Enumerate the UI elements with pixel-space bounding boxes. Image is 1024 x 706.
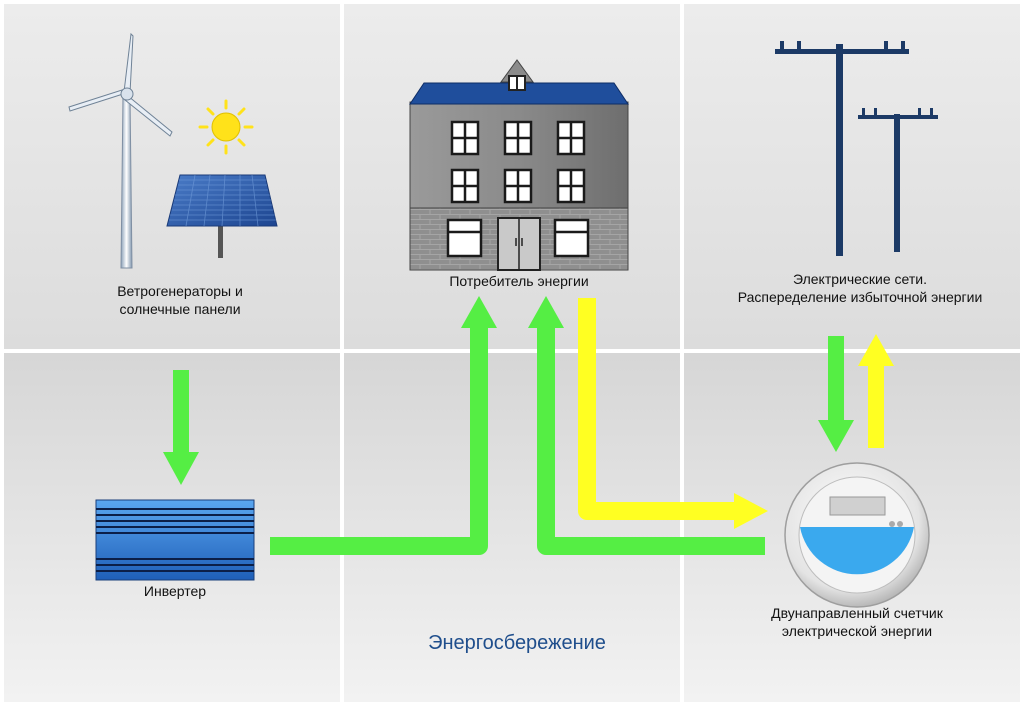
inverter-icon bbox=[95, 499, 255, 581]
meter-label: Двунаправленный счетчик электрической эн… bbox=[730, 604, 984, 640]
flow-generators-to-inverter bbox=[163, 370, 199, 485]
flow-meter-to-consumer bbox=[528, 296, 765, 555]
diagram-title: Энергосбережение bbox=[428, 632, 606, 654]
grid-label: Электрические сети. Распеределение избыт… bbox=[690, 270, 1024, 306]
wind-turbine-icon bbox=[68, 32, 173, 269]
grid-label-line1: Электрические сети. bbox=[793, 271, 927, 287]
generators-label-line2: солнечные панели bbox=[119, 301, 241, 317]
meter-icon bbox=[784, 462, 930, 608]
consumer-label: Потребитель энергии bbox=[449, 273, 589, 289]
inverter-label: Инвертер bbox=[143, 583, 207, 599]
power-lines-icon bbox=[775, 41, 938, 256]
flow-meter-to-grid bbox=[858, 334, 894, 448]
flow-grid-to-meter bbox=[818, 336, 854, 452]
building-icon bbox=[409, 59, 629, 271]
meter-label-line1: Двунаправленный счетчик bbox=[771, 605, 943, 621]
sun-icon bbox=[198, 99, 254, 155]
solar-panel-icon bbox=[166, 174, 278, 258]
generators-label-line1: Ветрогенераторы и bbox=[117, 283, 243, 299]
flow-arrows bbox=[163, 296, 894, 555]
grid-label-line2: Распеределение избыточной энергии bbox=[737, 289, 983, 305]
generators-label: Ветрогенераторы и солнечные панели bbox=[70, 282, 290, 318]
flow-consumer-to-meter bbox=[578, 298, 768, 529]
meter-label-line2: электрической энергии bbox=[781, 623, 933, 639]
flow-inverter-to-consumer bbox=[270, 296, 497, 555]
